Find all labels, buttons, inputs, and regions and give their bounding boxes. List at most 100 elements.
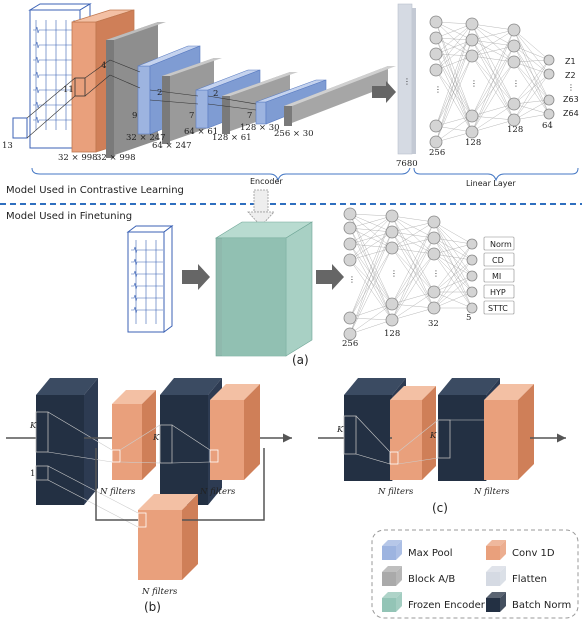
block-b-filters-3: N filters: [141, 587, 178, 597]
mlp-top-size-3: 128: [507, 125, 523, 135]
mlp-top-ellipsis-2: ⋮: [512, 79, 520, 88]
legend-label: Max Pool: [408, 548, 453, 559]
mlp-top-size-labels: 256 128 128 64: [429, 121, 553, 158]
mlp-top-node-1-1: [465, 33, 479, 47]
mlp-top-node-1-3: [465, 109, 479, 123]
mlp-bottom-node-3-1: [466, 254, 478, 266]
mlp-top-node-2-4: [507, 113, 521, 127]
mlp-top-node-1-0: [465, 17, 479, 31]
encoder-dimension-labels: 32 × 998 32 × 998 32 × 247 64 × 247 64 ×…: [58, 123, 314, 163]
mlp-top-node-0-0: [429, 15, 443, 29]
mlp-top-node-1-2: [465, 49, 479, 63]
finetune-mlp: ⋮⋮⋮: [343, 207, 478, 341]
caption-c: (c): [432, 501, 448, 515]
mlp-bottom-node-0-3: [343, 253, 357, 267]
mlp-bottom-node-0-1: [343, 221, 357, 235]
legend-label: Conv 1D: [512, 548, 555, 559]
mlp-top-size-1: 256: [429, 148, 445, 158]
mlp-bottom-node-0-4: [343, 311, 357, 325]
mlp-bottom-size-4: 5: [466, 313, 471, 323]
mlp-bottom-node-2-1: [427, 231, 441, 245]
mlp-bottom-node-1-1: [385, 225, 399, 239]
block-c-k1: K: [336, 425, 344, 435]
mlp-top-node-2-1: [507, 39, 521, 53]
bn1-front: [36, 395, 84, 505]
mlp-bottom-node-0-2: [343, 237, 357, 251]
bn1-kernel-box: [35, 411, 49, 453]
mlp-top-node-2-3: [507, 97, 521, 111]
mlp-bottom-node-3-3: [466, 286, 478, 298]
mlp-bottom-connections: [349, 213, 473, 335]
dim-4: 64 × 247: [152, 141, 192, 151]
brace-lines: [31, 167, 579, 182]
class-labels: Norm CD MI HYP STTC: [483, 236, 515, 315]
bn1-top: [36, 378, 98, 395]
embedding-outputs: Z1 Z2 ⋮ Z63 Z64: [563, 57, 579, 118]
flatten-size: 7680: [396, 159, 418, 169]
block-b: K 1 K: [6, 378, 292, 597]
legend-item-flatten: Flatten: [486, 566, 547, 586]
mlp-top-size-2: 128: [465, 138, 481, 148]
mlp-top-node-3-2: [543, 94, 555, 106]
mlp-top-node-1-4: [465, 125, 479, 139]
kernel-label-7b: 7: [247, 111, 252, 121]
output-z64: Z64: [563, 109, 579, 118]
block-c-filters-2: N filters: [473, 487, 510, 497]
conv3-front: [138, 510, 182, 580]
linear-layer-label: Linear Layer: [466, 179, 516, 188]
mlp-bottom-node-0-5: [343, 327, 357, 341]
legend-item-batch-norm: Batch Norm: [486, 592, 571, 612]
mlp-bottom-node-2-2: [427, 247, 441, 261]
dim-6: 128 × 61: [212, 133, 252, 143]
mlp-bottom-size-labels: 256 128 32 5: [342, 313, 471, 349]
legend-label: Batch Norm: [512, 600, 571, 611]
mlp-top-size-4: 64: [542, 121, 553, 131]
conv2-top: [210, 384, 260, 400]
output-z2: Z2: [565, 71, 576, 80]
legend-label: Flatten: [512, 574, 547, 585]
legend-box: [371, 529, 579, 619]
block-c-conv2: [484, 400, 518, 480]
mlp-bottom-node-2-3: [427, 285, 441, 299]
bn2-front: [160, 395, 208, 505]
output-z63: Z63: [563, 95, 579, 104]
block-c-k2: K: [429, 431, 437, 441]
block-b-connectors: [47, 411, 211, 528]
dim-7: 128 × 30: [240, 123, 280, 133]
mlp-top-node-3-0: [543, 54, 555, 66]
linear-layer-mlp: ⋮⋮⋮: [429, 15, 555, 149]
mlp-top-node-0-5: [429, 135, 443, 149]
conv3-side: [182, 494, 198, 580]
block-c-filters-1: N filters: [377, 487, 414, 497]
mlp-bottom-node-3-2: [466, 270, 478, 282]
block-c-bn1: [344, 395, 392, 481]
class-cd: CD: [492, 256, 504, 265]
mlp-bottom-ellipsis-0: ⋮: [348, 275, 356, 284]
dim-3: 32 × 247: [126, 133, 166, 143]
conv2-front: [210, 400, 244, 480]
mlp-bottom-size-1: 256: [342, 339, 358, 349]
mlp-top-node-0-2: [429, 47, 443, 61]
conv3-top: [138, 494, 198, 510]
conv1-front: [112, 404, 142, 480]
bn2-top: [160, 378, 222, 395]
conv1-side: [142, 390, 156, 480]
legend-item-block-a-b: Block A/B: [382, 566, 455, 586]
encoder-block-4: [284, 66, 396, 126]
block-b-one: 1: [30, 469, 35, 479]
mlp-top-node-3-1: [543, 68, 555, 80]
dim-8: 256 × 30: [274, 129, 314, 139]
output-dots: ⋮: [567, 83, 575, 92]
mlp-top-node-0-1: [429, 31, 443, 45]
mlp-top-node-2-0: [507, 23, 521, 37]
block-b-filters-1: N filters: [99, 487, 136, 497]
mlp-bottom-size-3: 32: [428, 319, 439, 329]
block-c-bn2: [438, 395, 486, 481]
output-z1: Z1: [565, 57, 576, 66]
block-b-k1: K: [29, 421, 37, 431]
mlp-bottom-node-1-4: [385, 313, 399, 327]
arrow-to-flatten: [372, 81, 396, 103]
kernel-label-13: 13: [2, 141, 13, 151]
